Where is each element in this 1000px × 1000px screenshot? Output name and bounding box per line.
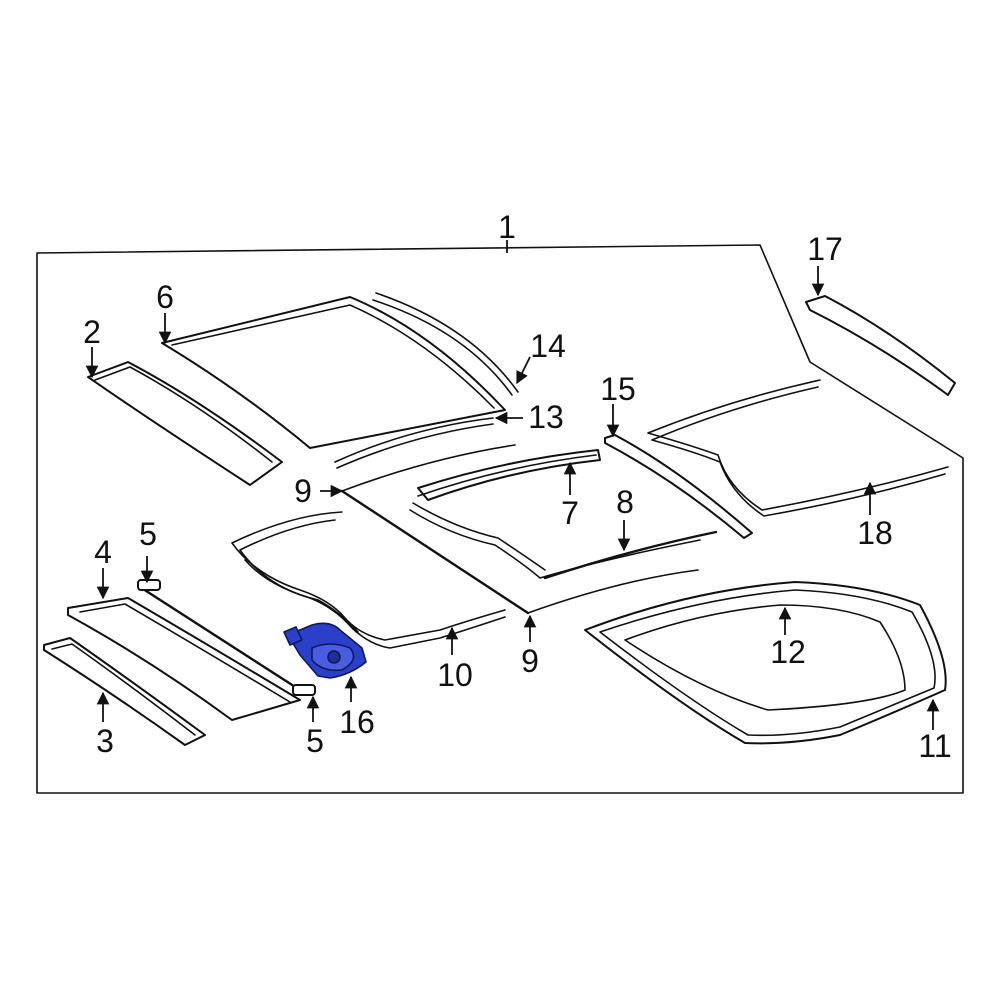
callout-5-upper: 5 — [139, 516, 157, 552]
rear-guide-track — [43, 637, 206, 746]
callout-3: 3 — [96, 723, 114, 759]
rear-glass-panel-edge — [94, 366, 273, 463]
sunroof-motor — [283, 622, 367, 679]
callout-1: 1 — [498, 209, 516, 245]
assembly-boundary — [36, 244, 964, 794]
side-rail — [604, 434, 753, 539]
cable-clip-lower — [292, 684, 316, 696]
callout-12: 12 — [770, 634, 806, 670]
sunroof-frame-inner — [239, 519, 506, 649]
callout-9-lower: 9 — [521, 643, 539, 679]
motor-connector — [283, 626, 303, 646]
front-glass-panel-edge — [171, 304, 495, 409]
callout-8: 8 — [616, 484, 634, 520]
glass-seal-strip — [375, 292, 519, 393]
callout-7: 7 — [561, 495, 579, 531]
callout-10: 10 — [437, 657, 473, 693]
callout-4: 4 — [94, 534, 112, 570]
deflector-strip — [334, 417, 494, 463]
drain-hose-center — [340, 489, 530, 615]
callout-16: 16 — [339, 704, 375, 740]
inner-glass-panel — [624, 604, 906, 711]
front-guide-rail-edge — [417, 454, 597, 497]
outer-frame — [584, 581, 947, 745]
callout-13: 13 — [528, 399, 564, 435]
callout-6: 6 — [156, 279, 174, 315]
front-guide-rail — [417, 449, 601, 501]
sunshade-seal-loop — [409, 509, 701, 579]
motor-gear-hub — [327, 650, 341, 664]
drain-hose-lower — [527, 569, 699, 614]
callout-18: 18 — [857, 515, 893, 551]
roof-opening-seal — [647, 379, 949, 511]
outer-frame-inner — [599, 589, 936, 737]
drain-hose-upper — [341, 444, 516, 492]
callout-5-lower: 5 — [306, 723, 324, 759]
sunroof-frame-rail — [244, 559, 359, 633]
sunroof-frame — [231, 511, 506, 641]
callout-15: 15 — [600, 371, 636, 407]
leader-14 — [516, 356, 531, 385]
rear-guide-track-inner — [51, 643, 196, 736]
callout-labels: 1 2 3 4 5 5 6 7 8 9 9 10 11 12 13 14 15 … — [83, 209, 952, 764]
rear-cross-member-inner — [79, 603, 291, 703]
weatherstrip-8 — [543, 530, 718, 580]
callout-17: 17 — [807, 231, 843, 267]
deflector-strip-inner — [336, 423, 494, 469]
wind-deflector-arm — [805, 295, 956, 396]
front-glass-panel — [161, 296, 506, 449]
sunshade-seal-loop-inner — [412, 502, 546, 571]
leader-lines — [85, 240, 940, 730]
callout-9-upper: 9 — [294, 473, 312, 509]
rear-cross-member — [67, 597, 301, 721]
rear-glass-panel — [87, 361, 283, 486]
drive-cable — [138, 585, 302, 692]
glass-seal-strip-inner — [372, 299, 513, 396]
roof-opening-seal-inner — [651, 386, 946, 517]
callout-11: 11 — [918, 728, 951, 764]
callout-2: 2 — [83, 314, 101, 350]
cable-clip-upper — [137, 579, 161, 591]
callout-14: 14 — [530, 328, 566, 364]
